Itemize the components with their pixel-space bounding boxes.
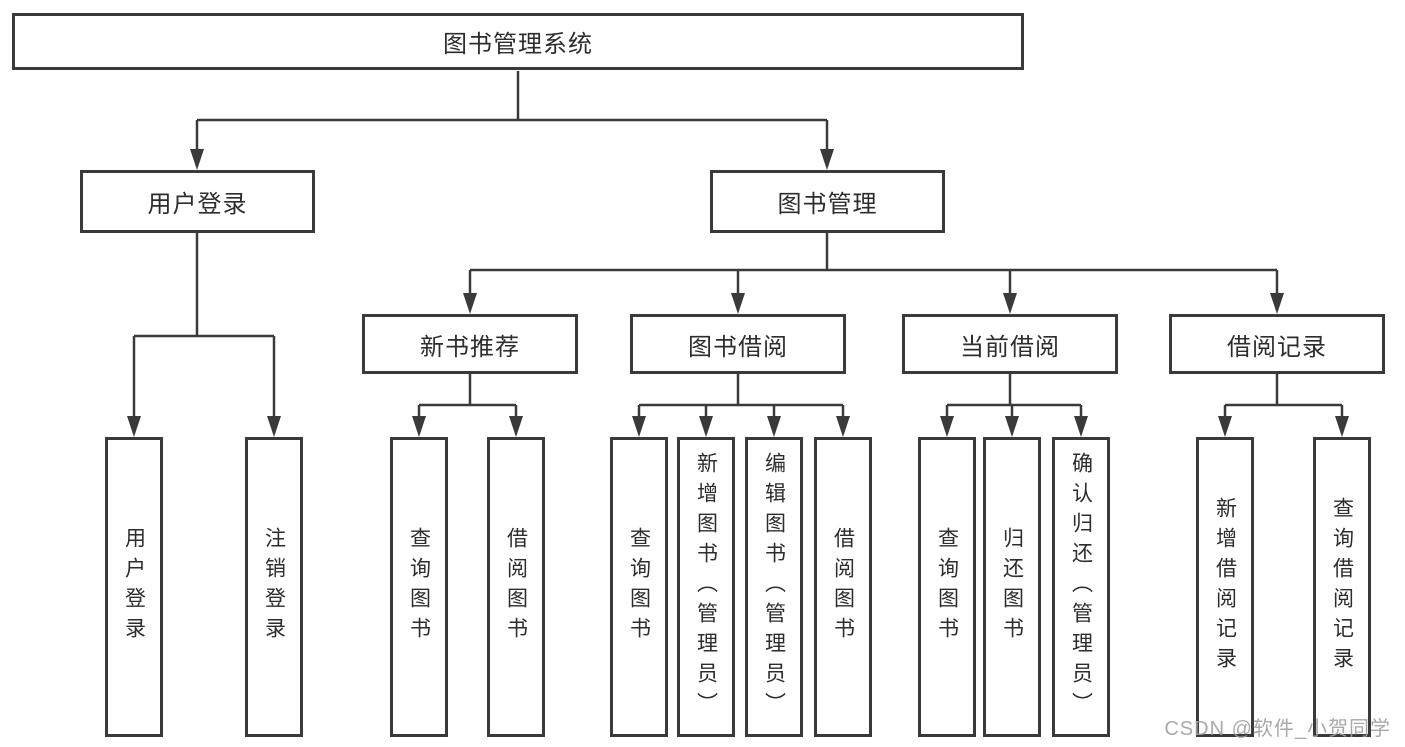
node-user-login-label: 用户登录	[147, 191, 248, 218]
leaf-borrow-books: 借阅图书	[814, 437, 872, 737]
leaf-return-books: 归还图书	[983, 437, 1041, 737]
node-book-management-label: 图书管理	[777, 191, 878, 218]
node-new-book-recommend-label: 新书推荐	[420, 333, 520, 361]
node-root: 图书管理系统	[12, 13, 1024, 70]
node-book-borrow-label: 图书借阅	[688, 333, 788, 361]
leaf-edit-book-admin: 编辑图书（管理员）	[745, 437, 803, 737]
leaf-borrow-books-recommend: 借阅图书	[487, 437, 545, 737]
node-current-borrow-label: 当前借阅	[960, 333, 1060, 361]
leaf-query-books-borrow: 查询图书	[610, 437, 668, 737]
node-new-book-recommend: 新书推荐	[362, 314, 578, 374]
node-current-borrow: 当前借阅	[902, 314, 1118, 374]
leaf-confirm-return-admin: 确认归还（管理员）	[1052, 437, 1110, 737]
node-book-management: 图书管理	[710, 170, 945, 233]
node-root-label: 图书管理系统	[443, 31, 593, 58]
leaf-query-borrow-record: 查询借阅记录	[1313, 437, 1371, 737]
node-borrow-record: 借阅记录	[1169, 314, 1385, 374]
csdn-watermark: CSDN @软件_小贺同学	[1164, 718, 1391, 740]
leaf-user-login: 用户登录	[105, 437, 163, 737]
leaf-query-books-recommend: 查询图书	[390, 437, 448, 737]
leaf-add-book-admin: 新增图书（管理员）	[677, 437, 735, 737]
node-book-borrow: 图书借阅	[630, 314, 846, 374]
leaf-add-borrow-record: 新增借阅记录	[1196, 437, 1254, 737]
node-borrow-record-label: 借阅记录	[1227, 333, 1327, 361]
arrowhead-icons	[127, 149, 1349, 437]
leaf-query-books-current: 查询图书	[918, 437, 976, 737]
node-user-login: 用户登录	[80, 170, 315, 233]
leaf-logout: 注销登录	[245, 437, 303, 737]
